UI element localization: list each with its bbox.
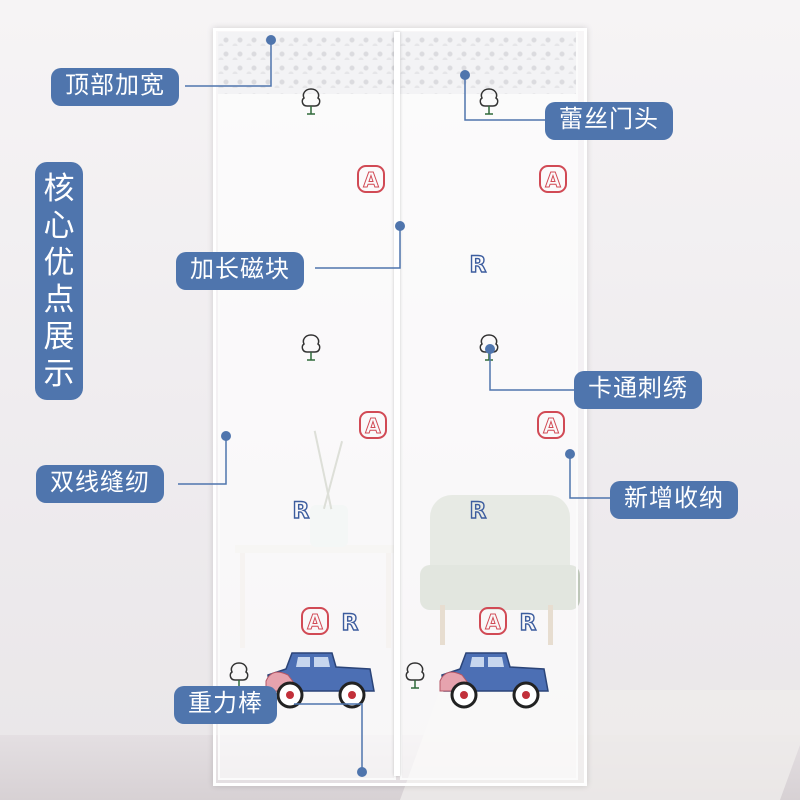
svg-text:R: R: [470, 253, 487, 278]
letter-r-embroidery: R: [469, 498, 487, 524]
callout-long-magnet: 加长磁块: [176, 252, 304, 290]
svg-text:A: A: [365, 414, 381, 438]
callout-new-storage: 新增收纳: [610, 481, 738, 519]
tree-embroidery-icon: [405, 662, 425, 689]
magnetic-seam: [394, 32, 400, 776]
svg-text:A: A: [485, 610, 501, 634]
svg-text:R: R: [470, 499, 487, 524]
letter-a-embroidery: A: [301, 607, 329, 635]
svg-text:A: A: [363, 168, 379, 192]
title-char: 点: [43, 282, 75, 317]
anchor-dot: [357, 767, 367, 777]
callout-cartoon-embroidery: 卡通刺绣: [574, 371, 702, 409]
svg-text:R: R: [520, 611, 537, 636]
leader-new-storage: [569, 454, 610, 499]
leader-double-stitch: [178, 436, 227, 485]
anchor-dot: [460, 70, 470, 80]
letter-a-embroidery: A: [539, 165, 567, 193]
leader-gravity-rod: [294, 703, 363, 772]
callout-gravity-rod: 重力棒: [174, 686, 277, 724]
svg-text:A: A: [307, 610, 323, 634]
anchor-dot: [221, 431, 231, 441]
anchor-dot: [395, 221, 405, 231]
title-char: 示: [43, 356, 75, 391]
callout-lace-header: 蕾丝门头: [545, 102, 673, 140]
svg-text:R: R: [342, 611, 359, 636]
letter-a-embroidery: A: [359, 411, 387, 439]
letter-r-embroidery: R: [469, 252, 487, 278]
car-embroidery-icon: [439, 652, 549, 709]
car-embroidery-icon: [265, 652, 375, 709]
letter-a-embroidery: A: [357, 165, 385, 193]
leader-cartoon-embroidery: [489, 349, 574, 391]
tree-embroidery-icon: [301, 334, 321, 361]
tree-embroidery-icon: [301, 88, 321, 115]
letter-r-embroidery: R: [519, 610, 537, 636]
letter-r-embroidery: R: [292, 498, 310, 524]
tree-embroidery-icon: [479, 88, 499, 115]
title-char: 优: [43, 245, 75, 280]
leader-top-widen: [185, 40, 272, 87]
title-char: 核: [43, 171, 75, 206]
callout-top-widen: 顶部加宽: [51, 68, 179, 106]
anchor-dot: [266, 35, 276, 45]
callout-double-stitch: 双线缝纫: [36, 465, 164, 503]
svg-text:A: A: [543, 414, 559, 438]
anchor-dot: [485, 344, 495, 354]
anchor-dot: [565, 449, 575, 459]
leader-long-magnet: [315, 226, 401, 269]
title-char: 心: [43, 208, 75, 243]
letter-a-embroidery: A: [479, 607, 507, 635]
letter-a-embroidery: A: [537, 411, 565, 439]
core-advantages-title: 核 心 优 点 展 示: [35, 162, 83, 400]
title-char: 展: [43, 319, 75, 354]
svg-text:R: R: [293, 499, 310, 524]
leader-lace-header: [464, 75, 545, 121]
svg-text:A: A: [545, 168, 561, 192]
letter-r-embroidery: R: [341, 610, 359, 636]
